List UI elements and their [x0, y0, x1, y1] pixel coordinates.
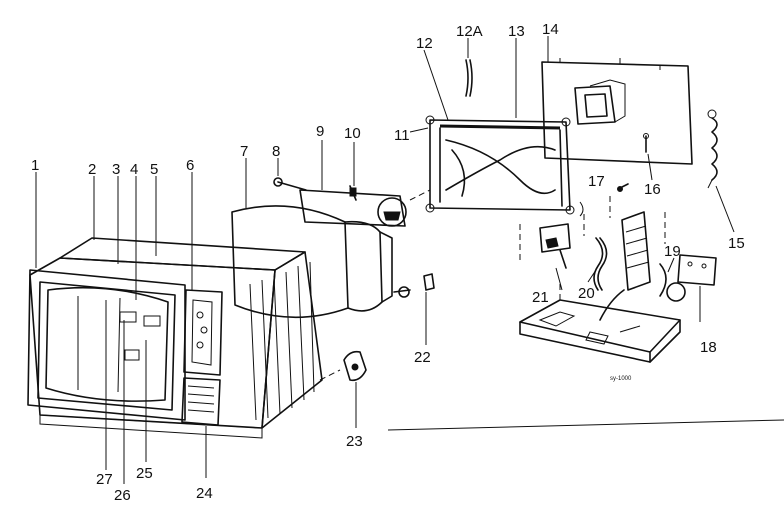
- callout-9: 9: [316, 123, 324, 140]
- callout-12: 12: [416, 35, 433, 52]
- callout-10: 10: [344, 125, 361, 142]
- part-18-panel: [666, 254, 717, 302]
- part-22-bracket: [393, 273, 435, 298]
- main-chassis-board: [519, 299, 681, 363]
- callout-11: 11: [394, 127, 410, 144]
- callout-26: 26: [114, 487, 131, 504]
- part-19-coil: [659, 263, 667, 297]
- speaker-grille: [181, 377, 221, 426]
- callout-12a: 12A: [456, 23, 483, 40]
- callout-27: 27: [96, 471, 113, 488]
- assembly-guide-lines: [319, 189, 666, 381]
- callout-24: 24: [196, 485, 213, 502]
- front-bezel: [27, 269, 186, 421]
- part-16-screw: [643, 133, 649, 153]
- callout-5: 5: [150, 161, 158, 178]
- callout-16: 16: [644, 181, 661, 198]
- callout-23: 23: [346, 433, 363, 450]
- callout-17: 17: [588, 173, 605, 190]
- callout-7: 7: [240, 143, 248, 160]
- callout-1: 1: [31, 157, 39, 174]
- callout-6: 6: [186, 157, 194, 174]
- callout-labels: 1 2 3 4 5 6 7 8 9 10 11 12 12A 13 14 15 …: [31, 21, 745, 504]
- crt-picture-tube: [231, 205, 393, 319]
- callout-14: 14: [542, 21, 559, 38]
- spring-cable: [707, 109, 718, 189]
- control-knobs: [119, 311, 161, 361]
- leader-lines: [35, 36, 735, 484]
- callout-8: 8: [272, 143, 280, 160]
- part-20-cable: [593, 237, 608, 291]
- chassis-frame: [425, 115, 575, 215]
- picture-tube-screen: [45, 286, 169, 402]
- part-23-plate: [343, 350, 367, 382]
- part-17-screw: [617, 183, 629, 192]
- callout-19: 19: [664, 243, 681, 260]
- callout-3: 3: [112, 161, 120, 178]
- flyback-transformer: [599, 211, 651, 321]
- part-12a-clip: [465, 59, 473, 97]
- callout-4: 4: [130, 161, 138, 178]
- callout-20: 20: [578, 285, 595, 302]
- callout-15: 15: [728, 235, 745, 252]
- callout-22: 22: [414, 349, 431, 366]
- callout-21: 21: [532, 289, 549, 306]
- divider-line: [387, 419, 784, 431]
- callout-18: 18: [700, 339, 717, 356]
- deflection-yoke-assembly: [273, 177, 407, 227]
- callout-2: 2: [88, 161, 96, 178]
- callout-25: 25: [136, 465, 153, 482]
- back-cover-board: [541, 58, 693, 165]
- control-panel: [183, 289, 223, 376]
- tv-cabinet: [29, 237, 323, 439]
- drawing-stamp: sy-1000: [610, 376, 632, 382]
- part-21-bracket: [539, 201, 584, 269]
- callout-13: 13: [508, 23, 525, 40]
